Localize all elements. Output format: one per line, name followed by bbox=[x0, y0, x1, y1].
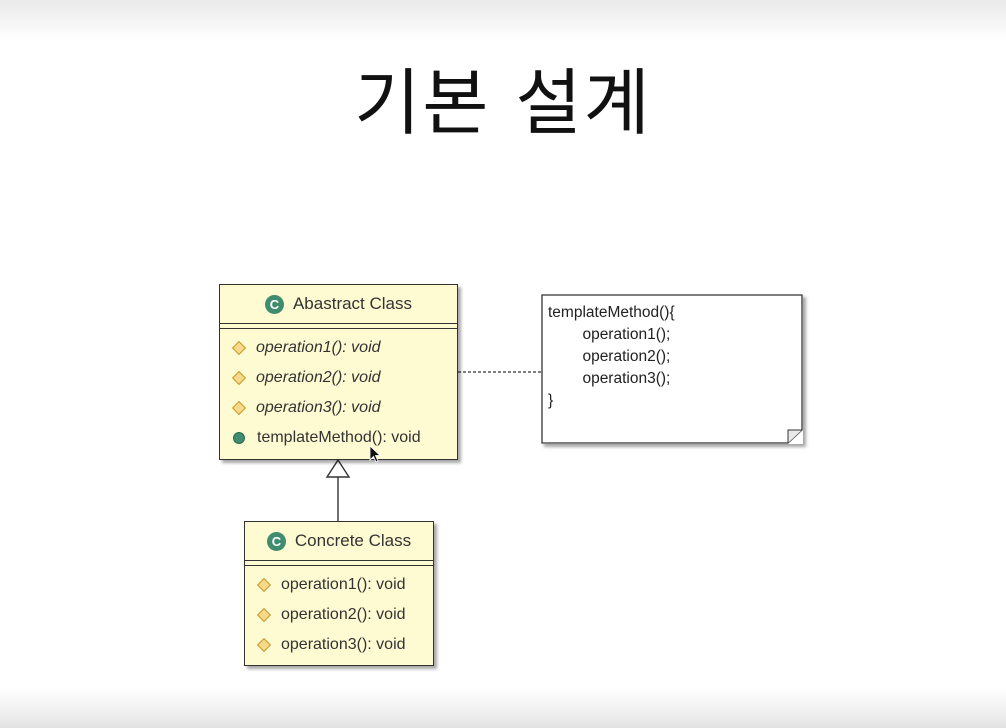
note-line: templateMethod(){ bbox=[548, 304, 675, 321]
method-row: operation1(): void bbox=[220, 333, 457, 363]
divider bbox=[245, 560, 433, 565]
concrete-class-methods: operation1(): void operation2(): void op… bbox=[245, 566, 433, 660]
mouse-cursor-icon bbox=[369, 445, 382, 463]
abstract-class-box[interactable]: C Abastract Class operation1(): void ope… bbox=[219, 284, 458, 460]
abstract-class-methods: operation1(): void operation2(): void op… bbox=[220, 329, 457, 453]
top-bar bbox=[0, 0, 1006, 40]
note-line: operation1(); bbox=[548, 326, 671, 343]
method-row: operation1(): void bbox=[245, 570, 433, 600]
concrete-class-box[interactable]: C Concrete Class operation1(): void oper… bbox=[244, 521, 434, 666]
protected-diamond-icon bbox=[256, 637, 272, 653]
protected-diamond-icon bbox=[231, 400, 247, 416]
method-row: operation2(): void bbox=[220, 363, 457, 393]
concrete-class-header: C Concrete Class bbox=[245, 522, 433, 560]
method-signature: operation2(): void bbox=[256, 369, 381, 386]
divider bbox=[245, 565, 433, 566]
method-signature: operation1(): void bbox=[256, 339, 381, 356]
method-signature: operation2(): void bbox=[281, 606, 406, 623]
slide-title: 기본 설계 bbox=[354, 61, 652, 145]
class-icon: C bbox=[264, 294, 284, 314]
note-box[interactable]: templateMethod(){ operation1(); operatio… bbox=[541, 294, 803, 444]
concrete-class-name: Concrete Class bbox=[294, 531, 412, 550]
protected-diamond-icon bbox=[256, 607, 272, 623]
note-text: templateMethod(){ operation1(); operatio… bbox=[548, 302, 675, 412]
note-line: } bbox=[548, 392, 554, 409]
note-line: operation3(); bbox=[548, 370, 671, 387]
method-signature: operation3(): void bbox=[281, 636, 406, 653]
protected-diamond-icon bbox=[256, 577, 272, 593]
abstract-class-name: Abastract Class bbox=[292, 294, 413, 313]
method-row: operation3(): void bbox=[220, 393, 457, 423]
divider bbox=[220, 323, 457, 328]
divider bbox=[220, 328, 457, 329]
class-icon: C bbox=[266, 531, 286, 551]
protected-diamond-icon bbox=[231, 340, 247, 356]
abstract-class-header: C Abastract Class bbox=[220, 285, 457, 323]
method-signature: templateMethod(): void bbox=[257, 429, 421, 446]
method-signature: operation1(): void bbox=[281, 576, 406, 593]
method-row: templateMethod(): void bbox=[220, 423, 457, 453]
note-shape bbox=[541, 294, 803, 444]
method-row: operation3(): void bbox=[245, 630, 433, 660]
public-circle-icon bbox=[233, 432, 245, 444]
note-line: operation2(); bbox=[548, 348, 671, 365]
generalization-arrowhead bbox=[325, 458, 351, 478]
method-signature: operation3(): void bbox=[256, 399, 381, 416]
method-row: operation2(): void bbox=[245, 600, 433, 630]
protected-diamond-icon bbox=[231, 370, 247, 386]
bottom-bar bbox=[0, 688, 1006, 728]
